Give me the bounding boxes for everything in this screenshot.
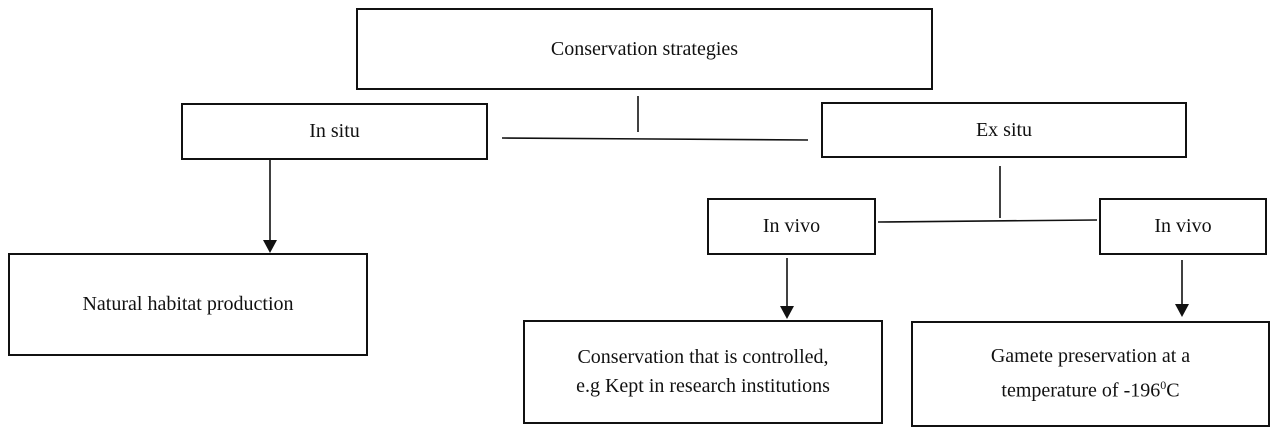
in-situ-box: In situ xyxy=(181,103,488,160)
natural-habitat-box: Natural habitat production xyxy=(8,253,368,356)
conservation-strategies-label: Conservation strategies xyxy=(550,37,739,60)
gamete-preservation-line-2: temperature of -1960C xyxy=(1001,371,1179,406)
arrowhead-in-vivo-right xyxy=(1175,304,1189,317)
in-vivo-right-box: In vivo xyxy=(1099,198,1267,255)
gamete-temperature-prefix: temperature of -196 xyxy=(1001,379,1161,402)
controlled-conservation-box: Conservation that is controlled, e.g Kep… xyxy=(523,320,883,424)
gamete-temperature-unit: C xyxy=(1166,379,1180,402)
controlled-conservation-line-2: e.g Kept in research institutions xyxy=(576,375,830,397)
conservation-strategies-box: Conservation strategies xyxy=(356,8,933,90)
arrowhead-in-situ xyxy=(263,240,277,253)
in-vivo-left-label: In vivo xyxy=(762,215,821,237)
gamete-temperature-superscript: 0 xyxy=(1160,378,1167,393)
in-vivo-right-label: In vivo xyxy=(1154,215,1212,237)
ex-situ-label: Ex situ xyxy=(975,118,1033,141)
in-vivo-connector-line xyxy=(877,219,1098,223)
ex-situ-box: Ex situ xyxy=(821,102,1187,158)
gamete-preservation-line-1: Gamete preservation at a xyxy=(990,345,1191,368)
in-vivo-left-box: In vivo xyxy=(707,198,876,255)
in-situ-label: In situ xyxy=(309,120,360,142)
controlled-conservation-line-1: Conservation that is controlled, xyxy=(577,346,829,368)
natural-habitat-label: Natural habitat production xyxy=(82,293,294,315)
situ-connector-line xyxy=(501,137,809,141)
gamete-preservation-box: Gamete preservation at a temperature of … xyxy=(911,321,1270,427)
arrowhead-in-vivo-left xyxy=(780,306,794,319)
